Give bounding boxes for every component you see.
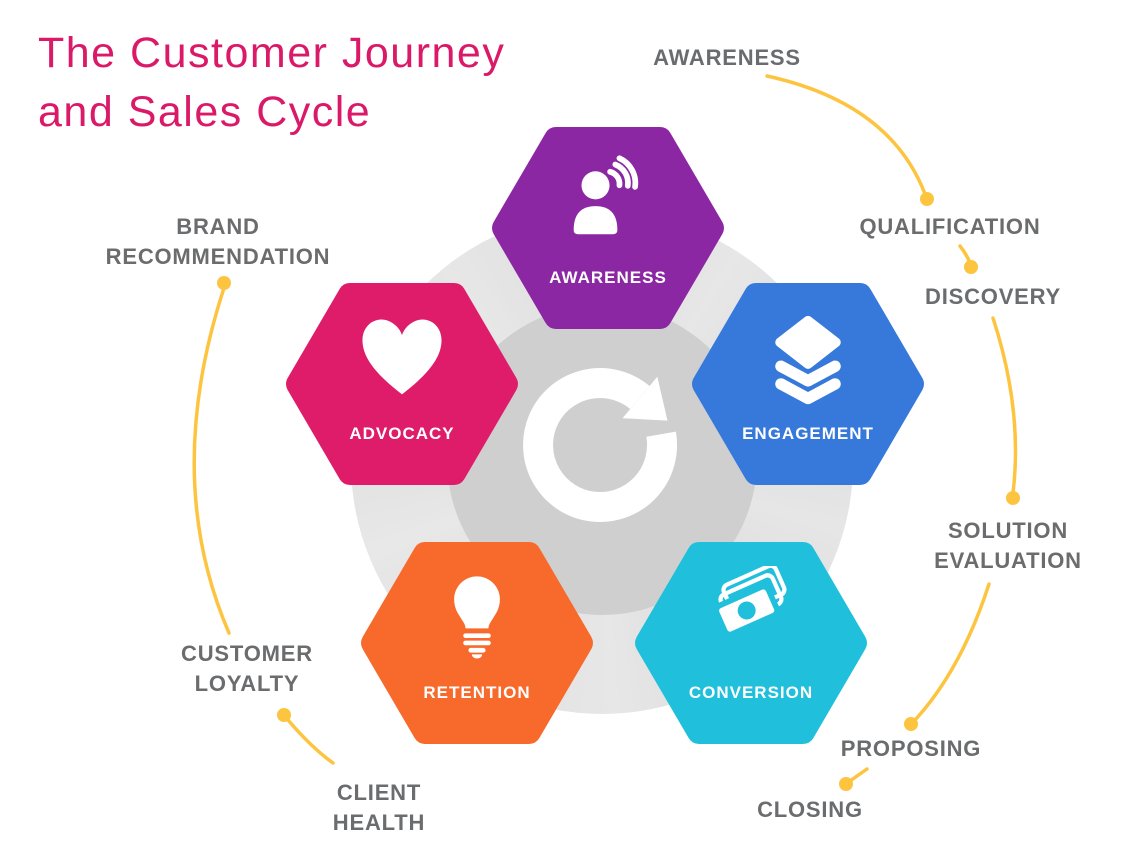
connector-discovery-solution (991, 316, 1018, 495)
stage-hex-awareness: AWARENESS (490, 125, 726, 331)
cycle-label-proposing: PROPOSING (841, 734, 981, 764)
cycle-label-text: CLIENT (336, 780, 422, 805)
connector-dot (904, 717, 918, 731)
cycle-arrow-icon (523, 368, 678, 522)
stage-hex-advocacy: ADVOCACY (284, 281, 520, 487)
cycle-label-text: QUALIFICATION (859, 214, 1041, 239)
page-title-line1: The Customer Journey (38, 29, 506, 77)
cycle-label-text: PROPOSING (840, 736, 982, 761)
cycle-label-text: DISCOVERY (925, 284, 1061, 309)
cycle-label-discovery: DISCOVERY (925, 282, 1061, 312)
connector-dot (839, 777, 853, 791)
connector-dot (964, 260, 978, 274)
page-title: The Customer Journey and Sales Cycle (38, 24, 505, 142)
stage-hex-conversion: CONVERSION (633, 540, 869, 746)
layers-icon (775, 315, 841, 405)
connector-clienthealth-customerloyalty (286, 718, 335, 765)
hexagon-shape (635, 542, 867, 744)
cycle-label-text: CUSTOMER (181, 641, 313, 666)
stage-hex-engagement: ENGAGEMENT (690, 281, 926, 487)
cycle-label-client-health: CLIENT HEALTH (333, 778, 425, 838)
lightbulb-icon (454, 576, 500, 659)
cycle-label-customer-loyalty: CUSTOMER LOYALTY (181, 639, 313, 699)
stage-label-awareness: AWARENESS (549, 268, 667, 287)
stage-label-advocacy: ADVOCACY (349, 424, 455, 443)
stage-label-engagement: ENGAGEMENT (742, 424, 874, 443)
connector-dot (277, 708, 291, 722)
stage-hex-retention: RETENTION (359, 540, 595, 746)
person-broadcast-icon (573, 155, 639, 235)
cycle-label-text: HEALTH (332, 810, 426, 835)
cycle-label-text: LOYALTY (194, 671, 300, 696)
connector-customerloyalty-brandrec (192, 286, 231, 635)
page-title-line2: and Sales Cycle (38, 88, 372, 136)
cycle-label-closing: CLOSING (757, 795, 863, 825)
stage-label-conversion: CONVERSION (688, 683, 814, 702)
cycle-label-qualification: QUALIFICATION (859, 212, 1040, 242)
connector-solution-proposing (914, 582, 991, 721)
cycle-label-brand-recommendation: BRAND RECOMMENDATION (106, 212, 331, 272)
connector-dot (1006, 491, 1020, 505)
cycle-label-text: CLOSING (757, 797, 863, 822)
cycle-arrowhead (622, 376, 668, 421)
connector-dot (217, 276, 231, 290)
banknotes-icon (713, 563, 787, 638)
connector-dot (920, 192, 934, 206)
cycle-label-text: BRAND (176, 214, 260, 239)
stage-label-retention: RETENTION (423, 683, 531, 702)
connector-proposing-closing (848, 767, 869, 783)
connector-qualification-discovery (958, 244, 972, 265)
cycle-label-solution-evaluation: SOLUTION EVALUATION (934, 516, 1082, 576)
cycle-label-text: SOLUTION (947, 518, 1069, 543)
heart-icon (362, 319, 442, 395)
cycle-label-text: EVALUATION (934, 548, 1082, 573)
cycle-label-awareness: AWARENESS (653, 43, 801, 73)
cycle-label-text: AWARENESS (653, 45, 801, 70)
connector-awareness-qualification (765, 74, 927, 196)
cycle-label-text: RECOMMENDATION (105, 244, 331, 269)
